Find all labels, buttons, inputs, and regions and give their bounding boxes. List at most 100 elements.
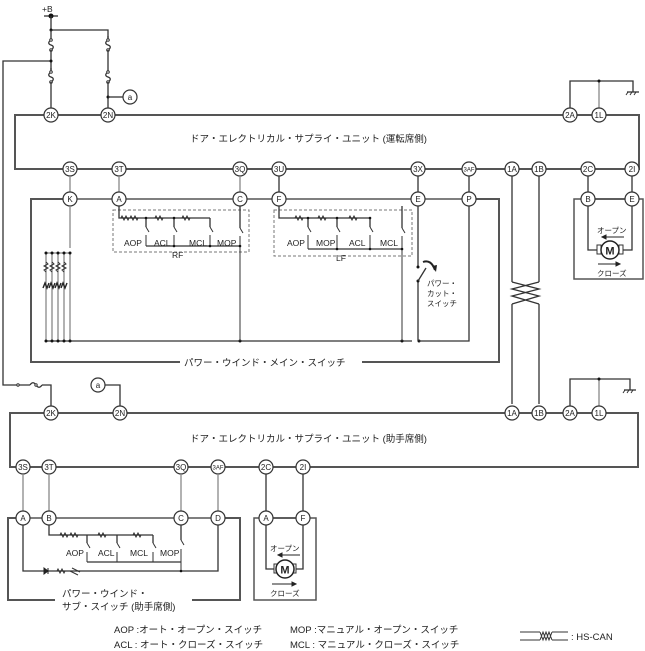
terminal-A-motor: A: [258, 510, 274, 526]
rf-switch-contacts: [145, 226, 244, 341]
svg-text:3AF: 3AF: [463, 168, 474, 174]
fuse-icon: [48, 67, 54, 84]
terminal-1L: 1L: [591, 107, 607, 123]
svg-text:3AF: 3AF: [212, 466, 223, 472]
resistor-icon: [120, 214, 191, 222]
terminal-A: A: [111, 191, 127, 207]
terminal-F: F: [271, 191, 287, 207]
svg-text:1B: 1B: [534, 165, 544, 174]
close-label: クローズ: [597, 268, 627, 278]
svg-text:3S: 3S: [18, 463, 28, 472]
svg-text:3U: 3U: [274, 165, 284, 174]
arrow-right-icon: [598, 261, 622, 267]
svg-text:C: C: [178, 514, 184, 523]
legend-mop: MOP :マニュアル・オープン・スイッチ: [290, 625, 458, 636]
power-label: +B: [42, 4, 53, 14]
led-icon: [69, 567, 81, 576]
passenger-window-motor-unit: [253, 517, 317, 601]
sub-switch-title-1: パワー・ウインド・: [62, 589, 148, 600]
power-cut-switch-icon: [417, 267, 427, 282]
resistor-icon: [59, 531, 142, 539]
terminal-1A-p: 1A: [504, 405, 520, 421]
legend-aop: AOP :オート・オープン・スイッチ: [114, 625, 262, 636]
open-label: オープン: [597, 226, 627, 235]
terminal-3S-p: 3S: [15, 459, 31, 475]
fuse-icon: [48, 35, 54, 52]
power-window-main-switch: [30, 198, 500, 363]
svg-text:E: E: [629, 195, 634, 204]
svg-text:2A: 2A: [565, 409, 575, 418]
resistor-icon: [294, 214, 358, 222]
legend-hs-can: : HS-CAN: [571, 632, 613, 643]
terminal-1B-p: 1B: [531, 405, 547, 421]
svg-text:A: A: [263, 514, 269, 523]
svg-text:3T: 3T: [114, 165, 123, 174]
terminal-2I: 2I: [624, 161, 640, 177]
lf-switch-contacts: [307, 226, 406, 341]
driver-door-supply-unit: [14, 114, 640, 170]
terminal-F-motor: F: [295, 510, 311, 526]
svg-text:2N: 2N: [115, 409, 125, 418]
diode-icon: [43, 567, 49, 575]
arrow-right-icon: [272, 581, 298, 587]
terminal-1B: 1B: [531, 161, 547, 177]
terminal-3T: 3T: [111, 161, 127, 177]
terminal-3T-p: 3T: [41, 459, 57, 475]
svg-text:1A: 1A: [507, 409, 517, 418]
svg-text:3Q: 3Q: [176, 463, 187, 472]
sub-switch-title-2: サブ・スイッチ (助手席側): [62, 601, 175, 613]
svg-text:A: A: [20, 514, 26, 523]
rf-mcl-label: MCL: [189, 238, 207, 248]
terminal-2K: 2K: [43, 107, 59, 123]
svg-text:B: B: [585, 195, 590, 204]
svg-text:F: F: [277, 195, 282, 204]
resistor-icon: [42, 261, 68, 273]
terminal-3Q-p: 3Q: [173, 459, 189, 475]
lf-switch-group: [273, 209, 413, 257]
terminal-2K-p: 2K: [43, 405, 59, 421]
terminal-A-sub: A: [15, 510, 31, 526]
svg-text:1L: 1L: [595, 409, 604, 418]
terminal-3U: 3U: [271, 161, 287, 177]
hs-can-legend-icon: [520, 630, 568, 642]
terminal-E-motor: E: [624, 191, 640, 207]
hs-can-twist-icon: [509, 281, 542, 305]
terminal-2N: 2N: [100, 107, 116, 123]
svg-text:D: D: [215, 514, 221, 523]
terminal-3Q: 3Q: [232, 161, 248, 177]
svg-text:C: C: [237, 195, 243, 204]
terminal-2A: 2A: [562, 107, 578, 123]
svg-text:3T: 3T: [44, 463, 53, 472]
rf-group-label: RF: [172, 250, 183, 260]
power-cut-label-3: スイッチ: [427, 299, 457, 308]
driver-unit-title: ドア・エレクトリカル・サプライ・ユニット (運転席側): [190, 133, 427, 145]
svg-text:K: K: [67, 195, 73, 204]
terminal-C-sub: C: [173, 510, 189, 526]
svg-text:2C: 2C: [583, 165, 593, 174]
svg-text:2A: 2A: [565, 111, 575, 120]
terminal-P: P: [461, 191, 477, 207]
lf-group-label: LF: [336, 253, 346, 263]
svg-text:1L: 1L: [595, 111, 604, 120]
ground-icon: [622, 389, 637, 394]
passenger-door-supply-unit: [9, 412, 639, 468]
terminal-E: E: [410, 191, 426, 207]
rf-mop-label: MOP: [217, 238, 237, 248]
led-icon: [42, 281, 68, 290]
terminal-3AF: 3AF: [461, 161, 477, 177]
resistor-icon: [56, 567, 66, 575]
terminal-2C-p: 2C: [258, 459, 274, 475]
lf-mop-label: MOP: [316, 238, 336, 248]
terminal-2N-p: 2N: [112, 405, 128, 421]
svg-text:a: a: [128, 93, 133, 102]
terminal-K: K: [62, 191, 78, 207]
sub-mop-label: MOP: [160, 548, 180, 558]
svg-text:2K: 2K: [46, 409, 56, 418]
svg-text:3Q: 3Q: [235, 165, 246, 174]
legend-acl: ACL : オート・クローズ・スイッチ: [114, 639, 263, 651]
sub-switch-contacts: [86, 539, 185, 572]
svg-text:B: B: [46, 514, 51, 523]
close-label-p: クローズ: [270, 588, 300, 598]
rf-switch-group: [112, 209, 250, 253]
